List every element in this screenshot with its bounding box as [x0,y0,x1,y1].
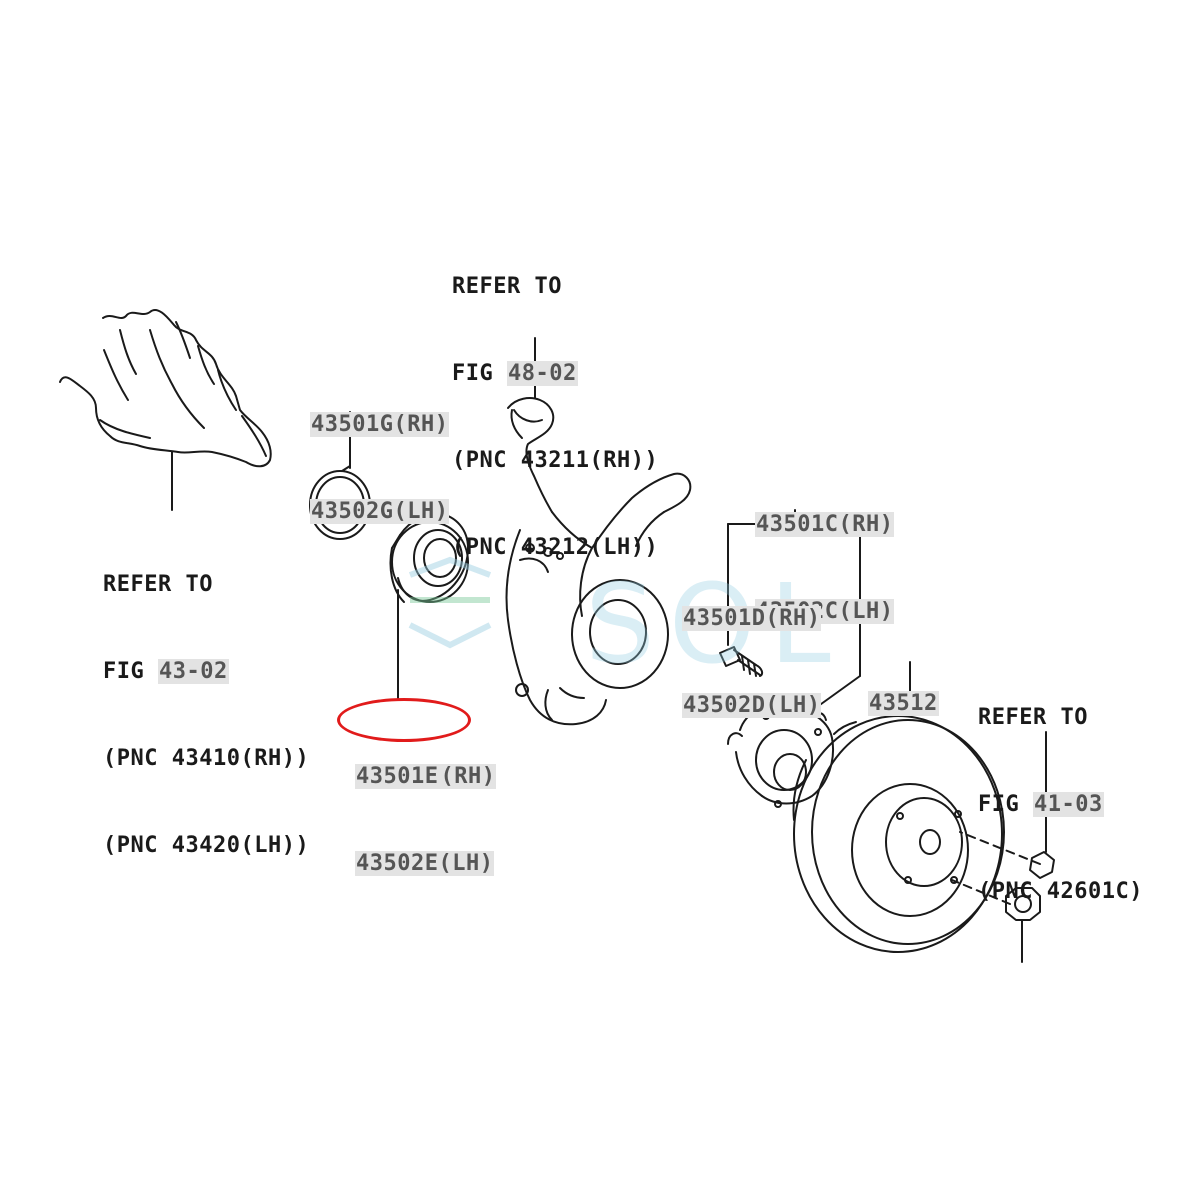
pnc-lh: 43212(LH) [520,535,645,560]
refer-to-text: REFER TO [452,274,562,299]
part-number-lh: 43502D(LH) [682,693,822,718]
refer-to-text: REFER TO [978,705,1088,730]
part-number-lh: 43502G(LH) [310,499,450,524]
knuckle-reference-label: REFER TO FIG 48-02 (PNC 43211(RH)) (PNC … [452,214,658,620]
part-number-rh: 43501C(RH) [755,512,895,537]
pnc-suffix: ) [295,833,310,858]
drive-shaft-icon [59,309,272,468]
pnc-prefix: (PNC [452,535,521,560]
part-number-rh: 43501G(RH) [310,412,450,437]
pnc-prefix: (PNC [103,833,172,858]
steering-knuckle-icon [505,397,692,726]
pnc-suffix: ) [295,746,310,771]
brake-disc-icon [792,715,1005,953]
pnc-rh: 43410(RH) [171,746,296,771]
fig-prefix: FIG [452,361,507,386]
fig-number: 48-02 [506,361,578,386]
pnc-rh: 43211(RH) [520,448,645,473]
wheel-nut-icon [1005,851,1055,921]
hub-bolt-icon [719,646,764,677]
pnc-prefix: (PNC [452,448,521,473]
pnc-suffix: ) [644,448,659,473]
snap-ring-part-label: 43501G(RH) 43502G(LH) [310,352,450,584]
pnc-suffix: ) [1129,879,1143,904]
drive-shaft-reference-label: REFER TO FIG 43-02 (PNC 43410(RH)) (PNC … [103,512,309,918]
part-number: 43512 [868,691,939,716]
pnc-prefix: (PNC [978,879,1047,904]
fig-number: 43-02 [157,659,229,684]
part-number-rh: 43501D(RH) [682,606,822,631]
refer-to-text: REFER TO [103,572,213,597]
pnc-code: 42601C [1046,879,1130,904]
part-number-rh: 43501E [355,764,440,789]
pnc-lh: 43420(LH) [171,833,296,858]
disc-part-label: 43512 [868,631,939,776]
pnc-prefix: (PNC [103,746,172,771]
fig-number: 41-03 [1032,792,1104,817]
part-number-lh: 43502E(LH) [355,851,495,876]
hub-bolt-part-label: 43501D(RH) 43502D(LH) [682,546,822,778]
bearing-part-label: 43501E(RH) 43502E(LH) [355,704,497,936]
wheel-nut-reference-label: REFER TO FIG 41-03 (PNC 42601C) [978,645,1143,964]
highlight-circle [337,698,471,742]
watermark-logo-icon [408,556,492,649]
fig-prefix: FIG [978,792,1033,817]
pnc-suffix: ) [644,535,659,560]
side-rh: (RH) [439,764,497,789]
fig-prefix: FIG [103,659,158,684]
